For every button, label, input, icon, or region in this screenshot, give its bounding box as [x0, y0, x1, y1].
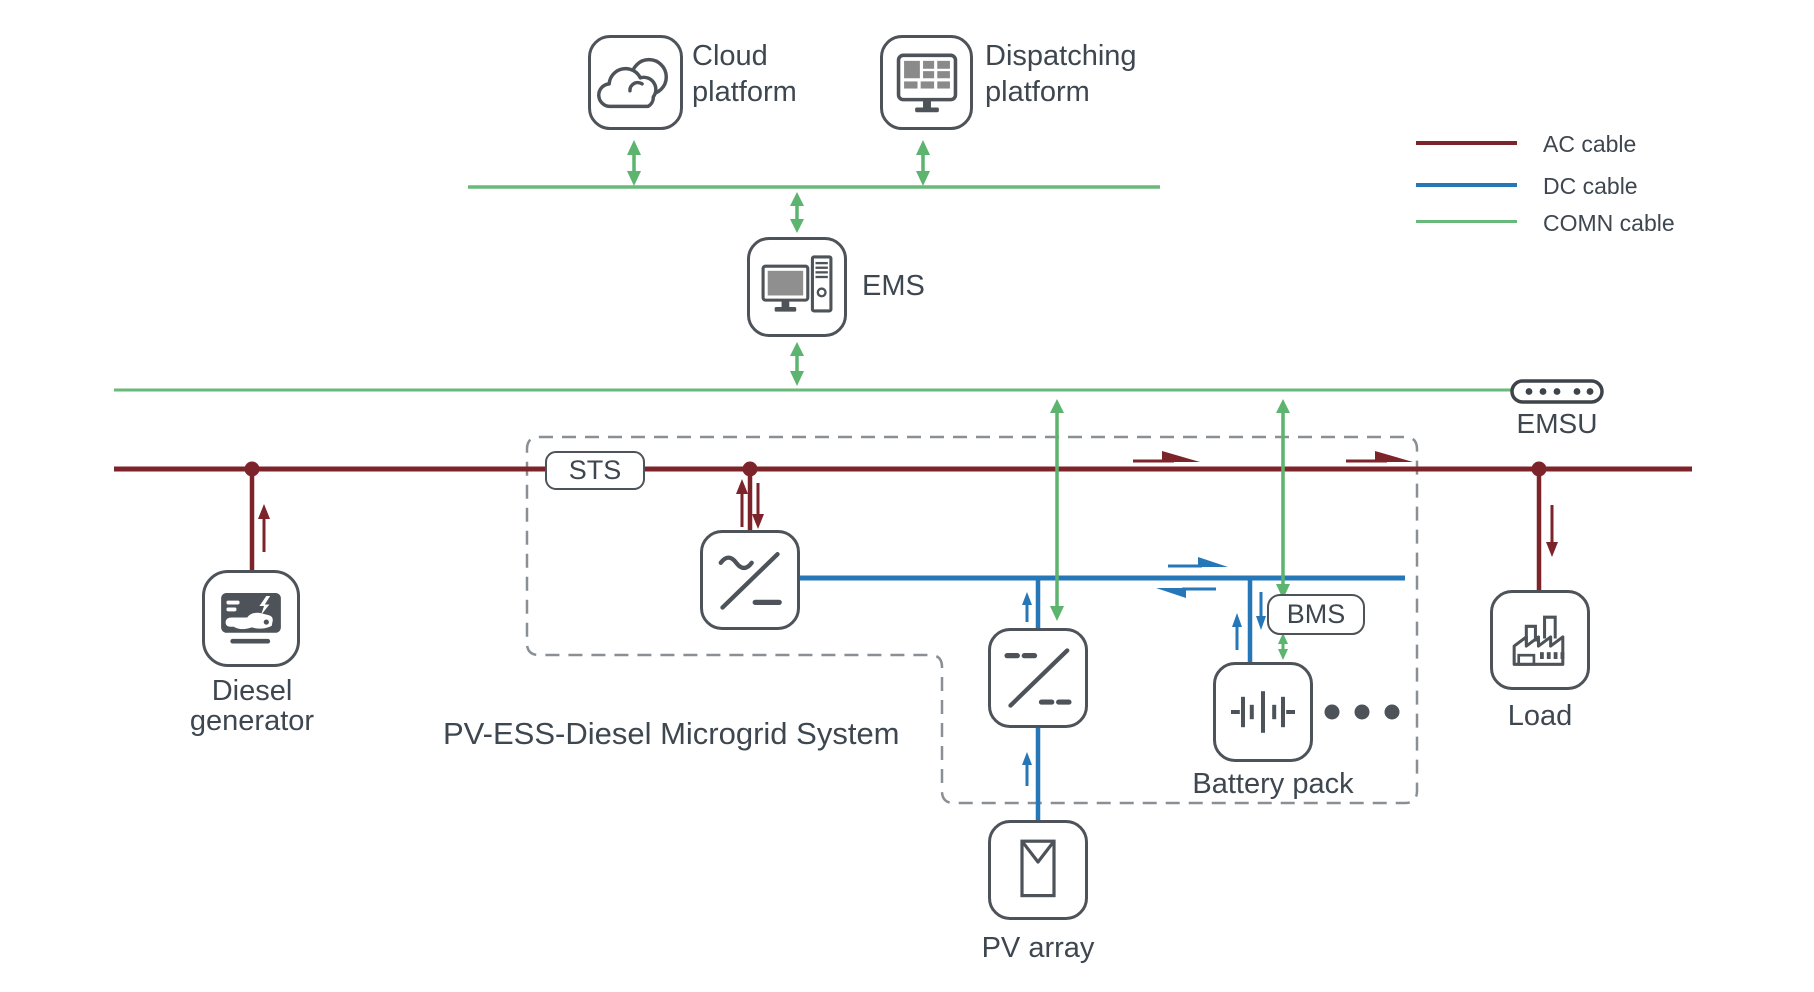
dc-ac-inverter-icon: [718, 552, 782, 610]
pv-array-label: PV array: [981, 932, 1095, 964]
ems-computer-icon: [761, 255, 833, 313]
emsu-icon: [1510, 379, 1604, 404]
ac-junction-inverter: [742, 461, 758, 477]
legend-dc-cable-line: [1416, 183, 1517, 187]
pv-array-flow-arrow-up: [1022, 752, 1032, 786]
bms-label: BMS: [1286, 599, 1346, 629]
battery-pack-node: [1213, 662, 1313, 762]
dc-flow-arrow-left: [1156, 587, 1216, 598]
legend-dc-cable-label: DC cable: [1543, 173, 1638, 199]
load-label: Load: [1507, 700, 1573, 732]
inverter-flow-arrow-down: [752, 483, 764, 529]
comn-arrow-dispatching: [916, 140, 930, 186]
dispatching-platform-label: Dispatching platform: [985, 40, 1137, 108]
diesel-generator-icon: [221, 592, 281, 644]
cloud-platform-node: [588, 35, 683, 130]
battery-flow-arrow-up: [1232, 613, 1242, 650]
legend-comn-cable-line: [1416, 220, 1517, 223]
dc-flow-arrow-right: [1168, 557, 1228, 568]
dispatching-platform-node: [880, 35, 973, 130]
dc-dc-converter-icon: [1004, 648, 1072, 708]
sts-tag: STS: [545, 451, 645, 490]
load-flow-arrow-down: [1546, 505, 1558, 557]
ac-junction-load: [1531, 461, 1547, 477]
battery-ellipsis-dots: [1324, 704, 1400, 720]
cloud-icon: [596, 57, 668, 108]
comn-arrow-ems-top: [790, 192, 804, 233]
battery-flow-arrow-down: [1256, 592, 1266, 630]
pv-panel-icon: [1020, 839, 1056, 898]
ac-junction-diesel: [244, 461, 260, 477]
ems-node: [747, 237, 847, 337]
microgrid-system-title: PV-ESS-Diesel Microgrid System: [443, 716, 900, 751]
battery-pack-label: Battery pack: [1192, 768, 1354, 800]
dispatching-screen-icon: [896, 53, 957, 112]
legend-ac-cable-line: [1416, 141, 1517, 145]
comn-arrow-ems-bottom: [790, 342, 804, 386]
pv-converter-flow-arrow-up: [1022, 592, 1032, 622]
battery-cell-icon: [1231, 691, 1295, 733]
diesel-generator-node: [202, 570, 300, 667]
diesel-flow-arrow-up: [258, 504, 270, 552]
factory-icon: [1512, 615, 1565, 666]
cloud-platform-label: Cloud platform: [692, 40, 797, 108]
pv-array-node: [988, 820, 1088, 920]
sts-label: STS: [568, 455, 622, 485]
comn-arrow-bms: [1276, 399, 1290, 599]
comn-arrow-bms-battery: [1278, 633, 1288, 660]
emsu-label: EMSU: [1516, 408, 1598, 439]
ac-flow-arrow-1: [1133, 451, 1200, 463]
legend-comn-cable-label: COMN cable: [1543, 210, 1675, 236]
pv-converter-node: [988, 628, 1088, 728]
comn-arrow-cloud: [627, 140, 641, 186]
inverter-flow-arrow-up: [736, 479, 748, 527]
ac-flow-arrow-2: [1346, 451, 1413, 463]
bms-tag: BMS: [1267, 594, 1365, 635]
legend-ac-cable-label: AC cable: [1543, 131, 1637, 157]
pcs-inverter-node: [700, 530, 800, 630]
ems-label: EMS: [862, 270, 925, 302]
microgrid-dashed-boundary: [525, 435, 1419, 805]
load-node: [1490, 590, 1590, 690]
diesel-generator-label: Diesel generator: [189, 675, 315, 737]
comn-arrow-pv-converter: [1050, 399, 1064, 621]
